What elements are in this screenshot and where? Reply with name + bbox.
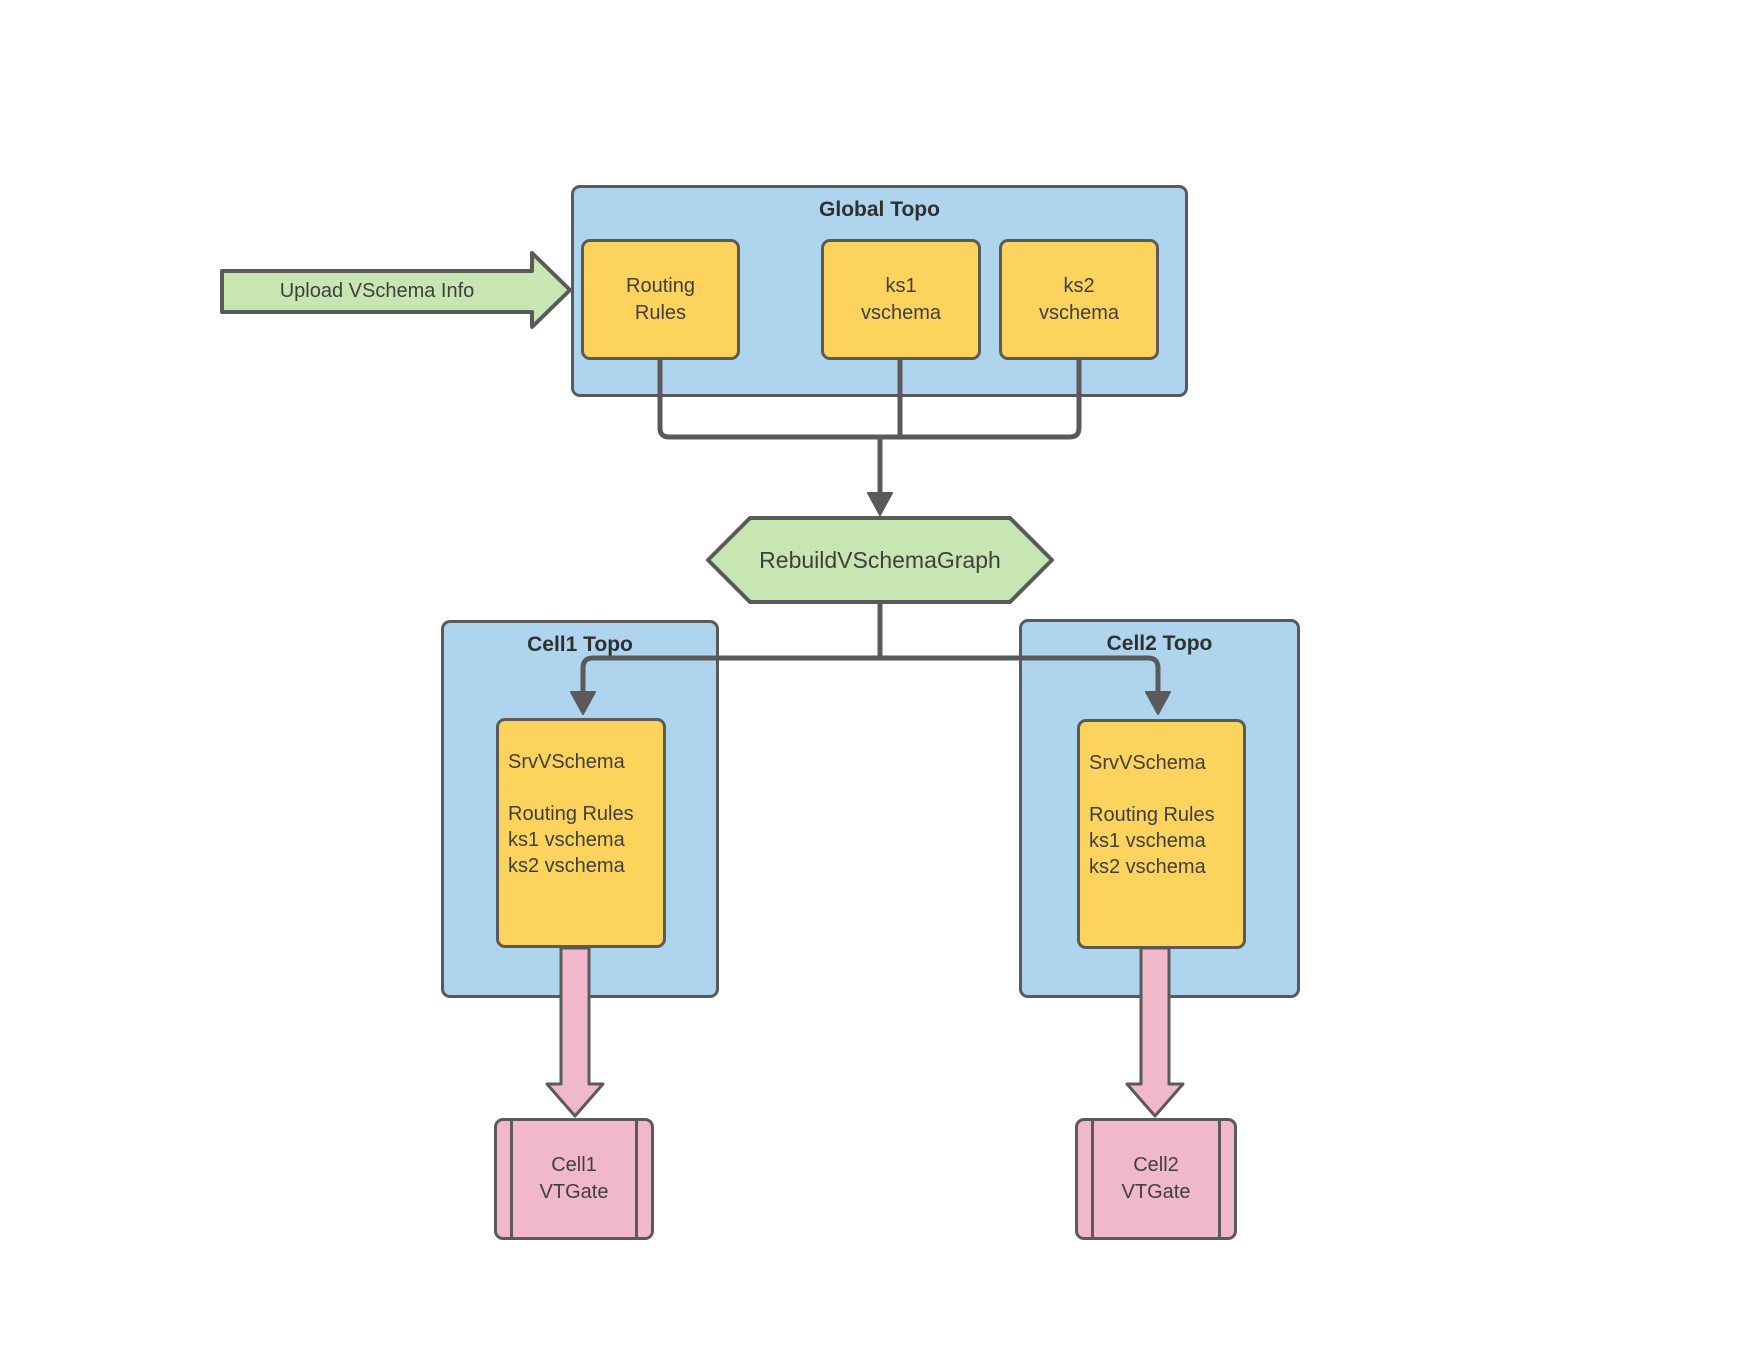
cell2-vtgate-label: Cell2 VTGate xyxy=(1121,1154,1191,1203)
vtgate-side-bar xyxy=(510,1121,513,1237)
cell1-srvvschema-box: SrvVSchema Routing Rules ks1 vschema ks2… xyxy=(496,718,666,948)
cell2-topo-title: Cell2 Topo xyxy=(1106,632,1213,655)
vtgate-side-bar xyxy=(635,1121,638,1237)
cell2-vtgate-box: Cell2 VTGate xyxy=(1075,1118,1237,1240)
upload-vschema-label: Upload VSchema Info xyxy=(279,280,475,302)
cell1-vtgate-label: Cell1 VTGate xyxy=(539,1154,609,1203)
rebuild-vschema-hexagon xyxy=(706,516,1054,604)
global-topo-title: Global Topo xyxy=(819,198,940,221)
arrowhead-into-cell1-srvvschema xyxy=(570,691,596,715)
ks2-vschema-box: ks2 vschema xyxy=(999,239,1159,360)
connector-rebuild-split xyxy=(580,655,1161,694)
vtgate-side-bar xyxy=(1091,1121,1094,1237)
cell1-vtgate-arrow xyxy=(545,946,605,1118)
ks1-vschema-box: ks1 vschema xyxy=(821,239,981,360)
vtgate-side-bar xyxy=(1218,1121,1221,1237)
routing-rules-box: Routing Rules xyxy=(581,239,740,360)
cell2-vtgate-arrow xyxy=(1125,946,1185,1118)
cell1-vtgate-box: Cell1 VTGate xyxy=(494,1118,654,1240)
arrowhead-into-cell2-srvvschema xyxy=(1145,691,1171,715)
cell1-topo-title: Cell1 Topo xyxy=(527,633,633,656)
upload-vschema-arrow-shape xyxy=(220,251,572,329)
rebuild-vschema-graph-label: RebuildVSchemaGraph xyxy=(759,546,1001,573)
connector-routing-ks2-merge xyxy=(657,360,1082,440)
arrowhead-into-rebuild xyxy=(867,492,893,516)
cell2-srvvschema-box: SrvVSchema Routing Rules ks1 vschema ks2… xyxy=(1077,719,1246,949)
